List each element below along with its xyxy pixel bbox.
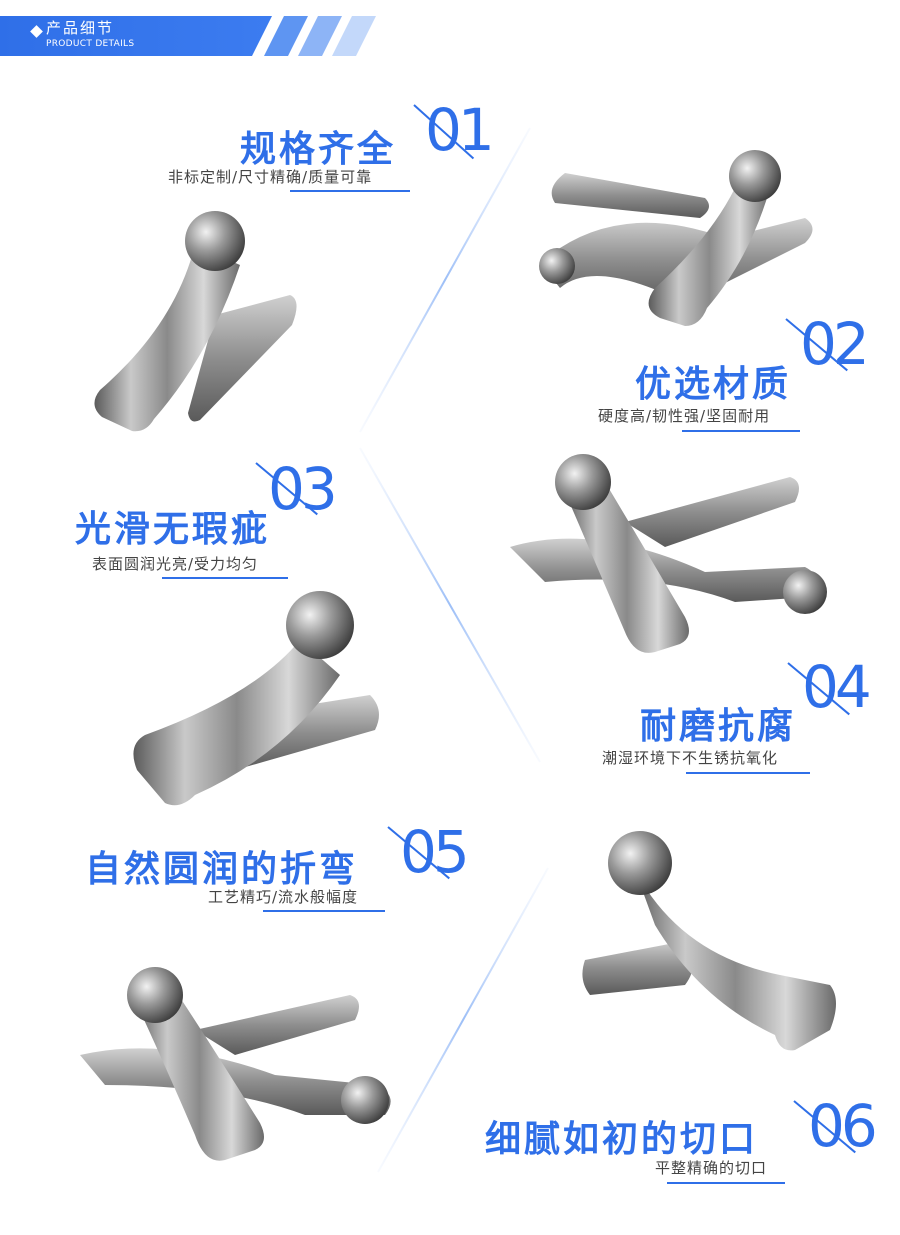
feature-title-3: 光滑无瑕疵 <box>75 509 271 550</box>
underline-6 <box>667 1182 785 1184</box>
feature-subtitle-4: 潮湿环境下不生锈抗氧化 <box>602 749 779 767</box>
feature-number-5: 05 <box>400 818 470 886</box>
banner-shape <box>0 16 376 56</box>
feature-number-4: 04 <box>802 653 872 721</box>
header-banner: 产品细节 PRODUCT DETAILS <box>0 16 390 56</box>
feature-title-1: 规格齐全 <box>240 129 397 170</box>
feature-number-6: 06 <box>808 1092 878 1160</box>
feature-number-2: 02 <box>800 310 870 378</box>
underline-4 <box>686 772 810 774</box>
clip-image-4 <box>133 591 379 806</box>
clip-image-6 <box>80 967 391 1161</box>
underline-1 <box>290 190 410 192</box>
header-title: 产品细节 <box>46 19 115 37</box>
feature-title-4: 耐磨抗腐 <box>640 706 797 747</box>
feature-title-2: 优选材质 <box>635 364 792 405</box>
feature-subtitle-1: 非标定制/尺寸精确/质量可靠 <box>168 168 373 186</box>
feature-subtitle-2: 硬度高/韧性强/坚固耐用 <box>598 407 771 425</box>
feature-title-5: 自然圆润的折弯 <box>85 849 359 890</box>
feature-subtitle-3: 表面圆润光亮/受力均匀 <box>92 555 259 573</box>
feature-title-6: 细腻如初的切口 <box>485 1119 759 1160</box>
underline-2 <box>682 430 800 432</box>
clip-image-3 <box>510 454 827 653</box>
feature-subtitle-5: 工艺精巧/流水般幅度 <box>208 888 359 906</box>
clip-image-2 <box>539 150 813 326</box>
header-subtitle: PRODUCT DETAILS <box>46 39 135 49</box>
feature-subtitle-6: 平整精确的切口 <box>655 1159 768 1177</box>
underline-3 <box>162 577 288 579</box>
feature-number-3: 03 <box>268 455 338 523</box>
clip-image-5 <box>582 831 836 1051</box>
underline-5 <box>263 910 385 912</box>
clip-image-1 <box>94 211 297 432</box>
feature-number-1: 01 <box>425 96 495 164</box>
